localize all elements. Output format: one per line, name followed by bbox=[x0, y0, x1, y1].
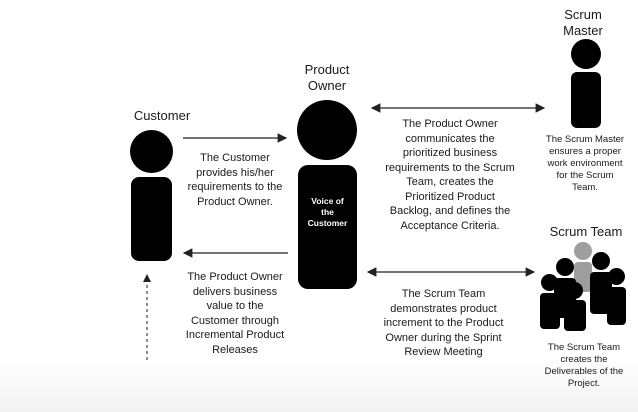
scrum-master-label: Scrum Master bbox=[563, 7, 603, 38]
product-owner-body-icon bbox=[298, 165, 357, 289]
product-owner-label: Product Owner bbox=[304, 62, 350, 93]
team-member-head-icon bbox=[608, 268, 625, 285]
scrum-master-head-icon bbox=[571, 39, 601, 69]
team-member-body-icon bbox=[590, 272, 612, 314]
scrum-team-label: Scrum Team bbox=[549, 224, 623, 239]
customer-head-icon bbox=[130, 130, 173, 173]
team-member-body-icon bbox=[540, 293, 560, 329]
customer-label: Customer bbox=[133, 108, 191, 123]
customer-to-po-text: The Customer provides his/her requiremen… bbox=[187, 152, 283, 208]
team-member-head-icon bbox=[541, 274, 558, 291]
product-owner-head-icon bbox=[297, 100, 357, 160]
team-member-body-icon bbox=[564, 300, 586, 331]
voice-of-customer-label: Voice of the Customer bbox=[307, 196, 348, 228]
scrum-master-body-icon bbox=[571, 72, 601, 128]
po-to-customer-text: The Product Owner delivers business valu… bbox=[185, 271, 285, 356]
customer-body-icon bbox=[131, 177, 172, 261]
team-member-head-icon bbox=[556, 258, 574, 276]
footer-bar bbox=[0, 360, 638, 412]
team-member-head-icon bbox=[574, 242, 592, 260]
team-member-head-icon bbox=[592, 252, 610, 270]
team-member-head-icon bbox=[566, 282, 583, 299]
team-to-po-text: The Scrum Team demonstrates product incr… bbox=[383, 288, 504, 358]
scrum-team-description: The Scrum Team creates the Deliverables … bbox=[544, 342, 624, 389]
scrum-master-description: The Scrum Master ensures a proper work e… bbox=[545, 134, 625, 193]
team-member-body-icon bbox=[607, 287, 626, 325]
po-to-sm-text: The Product Owner communicates the prior… bbox=[385, 118, 515, 232]
